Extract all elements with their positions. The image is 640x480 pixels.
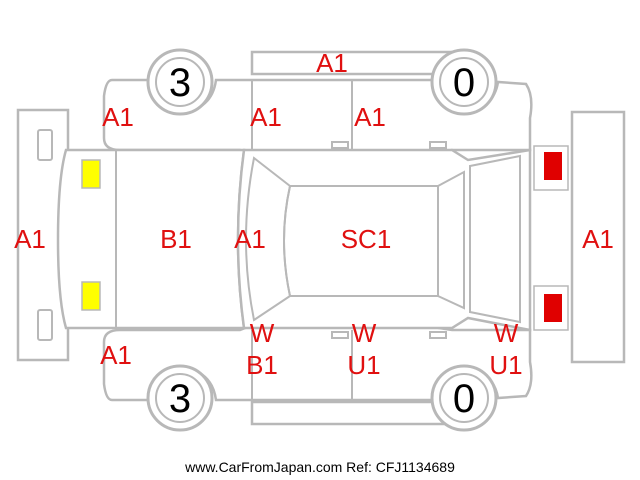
- code-front-bumper: A1: [14, 224, 46, 254]
- right-front-handle: [331, 331, 349, 339]
- tire-tread-front-right: 3: [169, 377, 191, 421]
- tire-tread-rear-right: 0: [453, 377, 475, 421]
- code-rear-bumper: A1: [582, 224, 614, 254]
- rear-hatch-outline: [469, 154, 521, 324]
- footer-credit: www.CarFromJapan.com Ref: CFJ1134689: [184, 459, 455, 475]
- code-rear-door-top: A1: [354, 102, 386, 132]
- right-rear-handle: [429, 331, 447, 339]
- code-windshield: A1: [234, 224, 266, 254]
- rear-right-taillamp: [544, 294, 562, 322]
- roof-outline: [283, 185, 439, 297]
- cabin-top-view: [236, 148, 532, 332]
- left-rear-handle: [429, 141, 447, 149]
- code-front-door-top: A1: [250, 102, 282, 132]
- front-right-headlamp: [81, 281, 101, 311]
- left-side-step: [250, 50, 456, 76]
- rear-right-rim: [439, 373, 489, 423]
- tire-tread-rear-left: 0: [453, 61, 475, 105]
- rear-window-outline: [437, 170, 465, 310]
- code-line: W: [250, 318, 275, 348]
- front-bumper-outline: [16, 108, 70, 362]
- front-left-headlamp: [81, 159, 101, 189]
- code-line: U1: [489, 350, 522, 380]
- code-line: W: [352, 318, 377, 348]
- code-top-rocker: A1: [316, 48, 348, 78]
- front-left-fog-lamp: [37, 129, 53, 161]
- code-roof: SC1: [341, 224, 392, 254]
- rear-left-taillamp: [544, 152, 562, 180]
- right-side-step: [250, 400, 456, 426]
- code-hood: B1: [160, 224, 192, 254]
- code-line: U1: [347, 350, 380, 380]
- rear-bumper-outline: [570, 110, 626, 364]
- tire-tread-front-left: 3: [169, 61, 191, 105]
- code-line: B1: [246, 350, 278, 380]
- code-line: W: [494, 318, 519, 348]
- code-front-fender-bottom: A1: [100, 340, 132, 370]
- front-right-rim: [155, 373, 205, 423]
- rear-left-rim: [439, 57, 489, 107]
- left-front-handle: [331, 141, 349, 149]
- code-front-fender-top: A1: [102, 102, 134, 132]
- front-right-fog-lamp: [37, 309, 53, 341]
- front-left-rim: [155, 57, 205, 107]
